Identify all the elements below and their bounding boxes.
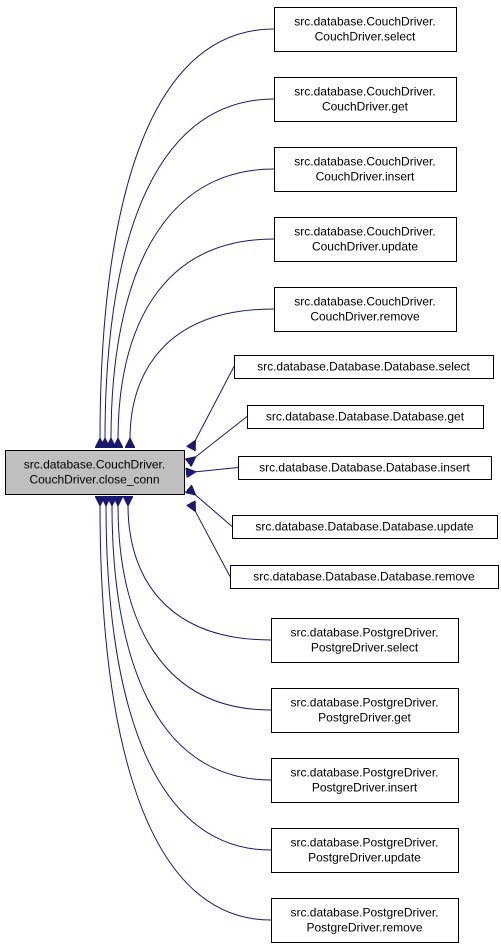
node-caller-src-database-couchdriver-couchdriver-select-label-line: src.database.CouchDriver. (294, 15, 435, 29)
node-caller-src-database-postgredriver-postgredriver-remove-box (271, 898, 459, 943)
node-caller-src-database-database-database-insert-box (238, 456, 492, 480)
edge-src-database-postgredriver-postgredriver-update (106, 505, 272, 851)
node-caller-src-database-couchdriver-couchdriver-remove[interactable]: src.database.CouchDriver.CouchDriver.rem… (274, 287, 457, 332)
node-caller-src-database-postgredriver-postgredriver-update-label-line: src.database.PostgreDriver. (290, 836, 438, 850)
node-caller-src-database-database-database-remove[interactable]: src.database.Database.Database.remove (230, 565, 499, 589)
node-caller-src-database-database-database-remove-label-line: src.database.Database.Database.remove (253, 570, 475, 584)
edge-src-database-postgredriver-postgredriver-get (118, 505, 272, 711)
node-caller-src-database-database-database-get-box (247, 405, 484, 429)
call-edges (100, 28, 275, 921)
node-caller-src-database-postgredriver-postgredriver-update[interactable]: src.database.PostgreDriver.PostgreDriver… (271, 828, 459, 873)
node-caller-src-database-postgredriver-postgredriver-select-label-line: src.database.PostgreDriver. (290, 626, 438, 640)
edge-src-database-postgredriver-postgredriver-remove (100, 505, 272, 921)
node-caller-src-database-postgredriver-postgredriver-remove-label-line: src.database.PostgreDriver. (290, 906, 438, 920)
node-caller-src-database-couchdriver-couchdriver-update-box (274, 217, 457, 262)
node-caller-src-database-couchdriver-couchdriver-get-label-line: CouchDriver.get (322, 100, 409, 114)
edge-src-database-couchdriver-couchdriver-insert (111, 168, 275, 439)
node-caller-src-database-postgredriver-postgredriver-select-box (271, 618, 459, 663)
node-caller-src-database-couchdriver-couchdriver-remove-label-line: src.database.CouchDriver. (294, 295, 435, 309)
node-caller-src-database-database-database-select-label-line: src.database.Database.Database.select (257, 360, 470, 374)
node-caller-src-database-couchdriver-couchdriver-update[interactable]: src.database.CouchDriver.CouchDriver.upd… (274, 217, 457, 262)
node-caller-src-database-couchdriver-couchdriver-insert-label-line: CouchDriver.insert (316, 170, 415, 184)
edge-src-database-database-database-remove (195, 511, 231, 577)
node-caller-src-database-couchdriver-couchdriver-remove-box (274, 287, 457, 332)
node-caller-src-database-postgredriver-postgredriver-remove-label-line: PostgreDriver.remove (306, 921, 422, 935)
node-caller-src-database-database-database-select-box (234, 355, 494, 379)
node-caller-src-database-couchdriver-couchdriver-update-label-line: CouchDriver.update (312, 240, 418, 254)
node-caller-src-database-postgredriver-postgredriver-insert-label-line: src.database.PostgreDriver. (290, 766, 438, 780)
edge-src-database-database-database-insert (195, 467, 239, 472)
node-caller-src-database-couchdriver-couchdriver-get-box (274, 77, 457, 122)
edge-src-database-database-database-get (195, 416, 248, 458)
node-root-close-conn-label-line: src.database.CouchDriver. (24, 458, 165, 472)
node-caller-src-database-postgredriver-postgredriver-get-box (271, 688, 459, 733)
node-caller-src-database-postgredriver-postgredriver-update-box (271, 828, 459, 873)
node-caller-src-database-couchdriver-couchdriver-get[interactable]: src.database.CouchDriver.CouchDriver.get (274, 77, 457, 122)
node-caller-src-database-postgredriver-postgredriver-insert-box (271, 758, 459, 803)
node-caller-src-database-database-database-get[interactable]: src.database.Database.Database.get (247, 405, 484, 429)
edge-src-database-couchdriver-couchdriver-update (118, 238, 275, 439)
node-caller-src-database-database-database-insert[interactable]: src.database.Database.Database.insert (238, 456, 492, 480)
node-caller-src-database-postgredriver-postgredriver-get[interactable]: src.database.PostgreDriver.PostgreDriver… (271, 688, 459, 733)
node-caller-src-database-couchdriver-couchdriver-select-box (274, 7, 457, 52)
node-root-close-conn[interactable]: src.database.CouchDriver.CouchDriver.clo… (5, 450, 185, 495)
node-caller-src-database-couchdriver-couchdriver-remove-label-line: CouchDriver.remove (310, 310, 420, 324)
node-caller-src-database-postgredriver-postgredriver-update-label-line: PostgreDriver.update (308, 851, 421, 865)
call-nodes: src.database.CouchDriver.CouchDriver.clo… (5, 7, 499, 943)
node-caller-src-database-postgredriver-postgredriver-insert[interactable]: src.database.PostgreDriver.PostgreDriver… (271, 758, 459, 803)
node-caller-src-database-database-database-remove-box (230, 565, 499, 589)
node-root-close-conn-label-line: CouchDriver.close_conn (29, 473, 159, 487)
node-caller-src-database-couchdriver-couchdriver-insert-label-line: src.database.CouchDriver. (294, 155, 435, 169)
node-caller-src-database-database-database-update[interactable]: src.database.Database.Database.update (232, 515, 498, 539)
edge-src-database-couchdriver-couchdriver-remove (130, 308, 275, 439)
edge-src-database-database-database-select (195, 366, 235, 441)
node-root-close-conn-box (5, 450, 185, 495)
node-caller-src-database-couchdriver-couchdriver-get-label-line: src.database.CouchDriver. (294, 85, 435, 99)
node-caller-src-database-couchdriver-couchdriver-insert-box (274, 147, 457, 192)
node-caller-src-database-postgredriver-postgredriver-remove[interactable]: src.database.PostgreDriver.PostgreDriver… (271, 898, 459, 943)
node-caller-src-database-postgredriver-postgredriver-get-label-line: src.database.PostgreDriver. (290, 696, 438, 710)
edge-src-database-database-database-update (195, 495, 233, 527)
node-caller-src-database-database-database-insert-label-line: src.database.Database.Database.insert (259, 461, 470, 475)
node-caller-src-database-postgredriver-postgredriver-get-label-line: PostgreDriver.get (318, 711, 411, 725)
node-caller-src-database-database-database-update-box (232, 515, 498, 539)
edge-src-database-postgredriver-postgredriver-select (128, 505, 272, 641)
node-caller-src-database-postgredriver-postgredriver-insert-label-line: PostgreDriver.insert (312, 781, 418, 795)
node-caller-src-database-database-database-select[interactable]: src.database.Database.Database.select (234, 355, 494, 379)
node-caller-src-database-couchdriver-couchdriver-update-label-line: src.database.CouchDriver. (294, 225, 435, 239)
node-caller-src-database-database-database-update-label-line: src.database.Database.Database.update (255, 520, 473, 534)
node-caller-src-database-couchdriver-couchdriver-select-label-line: CouchDriver.select (315, 30, 416, 44)
edge-src-database-postgredriver-postgredriver-insert (112, 505, 272, 781)
node-caller-src-database-postgredriver-postgredriver-select[interactable]: src.database.PostgreDriver.PostgreDriver… (271, 618, 459, 663)
node-caller-src-database-couchdriver-couchdriver-insert[interactable]: src.database.CouchDriver.CouchDriver.ins… (274, 147, 457, 192)
edge-src-database-couchdriver-couchdriver-select (100, 28, 275, 439)
node-caller-src-database-database-database-get-label-line: src.database.Database.Database.get (266, 410, 465, 424)
edge-src-database-couchdriver-couchdriver-get (105, 98, 275, 439)
node-caller-src-database-postgredriver-postgredriver-select-label-line: PostgreDriver.select (311, 641, 419, 655)
node-caller-src-database-couchdriver-couchdriver-select[interactable]: src.database.CouchDriver.CouchDriver.sel… (274, 7, 457, 52)
